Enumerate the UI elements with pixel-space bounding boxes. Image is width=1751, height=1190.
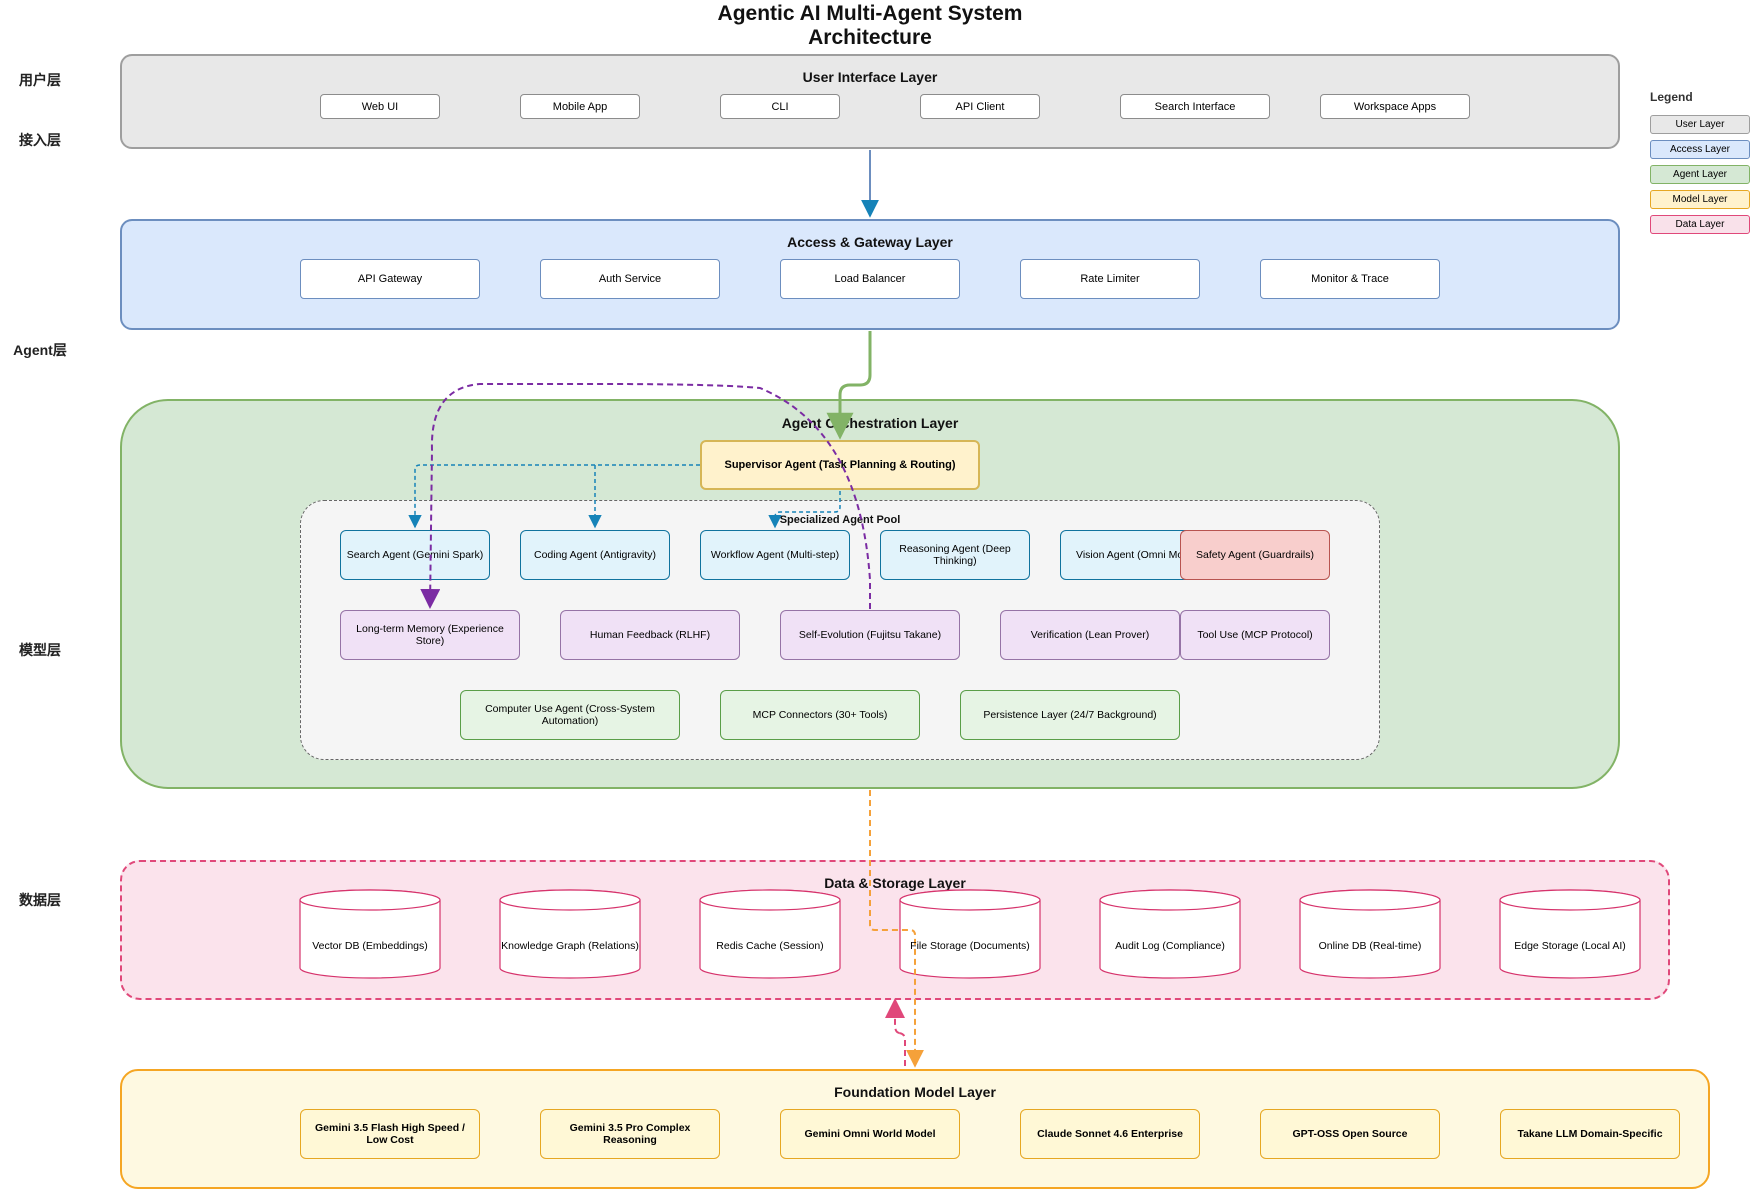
persistence-layer-box: Persistence Layer (24/7 Background) [960,690,1180,740]
web-ui-box: Web UI [320,94,440,119]
mcp-connectors-box: MCP Connectors (30+ Tools) [720,690,920,740]
data-storage-layer: Data & Storage Layer [120,860,1670,1000]
data-layer-title: Data & Storage Layer [824,875,966,891]
legend-item-access-layer: Access Layer [1650,140,1750,159]
search-interface-box: Search Interface [1120,94,1270,119]
file-storage-label: File Storage (Documents) [910,940,1030,952]
safety-agent-box: Safety Agent (Guardrails) [1180,530,1330,580]
agent-layer-title: Agent Orchestration Layer [781,415,959,431]
cli-box: CLI [720,94,840,119]
edge-storage-label: Edge Storage (Local AI) [1514,940,1626,952]
side-label-access: 接入层 [19,132,61,148]
side-label-agent: Agent层 [13,342,67,358]
legend-item-model-layer: Model Layer [1650,190,1750,209]
access-layer-title: Access & Gateway Layer [787,234,953,250]
gemini-flash-box: Gemini 3.5 Flash High Speed / Low Cost [300,1109,480,1159]
legend-item-data-layer: Data Layer [1650,215,1750,234]
auth-service-box: Auth Service [540,259,720,299]
side-label-model: 模型层 [19,642,61,658]
monitor-trace-box: Monitor & Trace [1260,259,1440,299]
load-balancer-box: Load Balancer [780,259,960,299]
gpt-oss-box: GPT-OSS Open Source [1260,1109,1440,1159]
self-evolution-box: Self-Evolution (Fujitsu Takane) [780,610,960,660]
rate-limiter-box: Rate Limiter [1020,259,1200,299]
tool-use-box: Tool Use (MCP Protocol) [1180,610,1330,660]
user-layer-title: User Interface Layer [802,69,938,85]
online-db-label: Online DB (Real-time) [1318,940,1422,952]
agent-pool-title: Specialized Agent Pool [779,514,901,526]
side-label-user: 用户层 [19,72,61,88]
takane-llm-box: Takane LLM Domain-Specific [1500,1109,1680,1159]
human-feedback-box: Human Feedback (RLHF) [560,610,740,660]
title-line-2: Architecture [808,26,932,49]
side-label-data: 数据层 [19,892,61,908]
workspace-apps-box: Workspace Apps [1320,94,1470,119]
legend-title: Legend [1650,90,1693,104]
knowledge-graph-label: Knowledge Graph (Relations) [501,940,639,952]
workflow-agent-box: Workflow Agent (Multi-step) [700,530,850,580]
mobile-app-box: Mobile App [520,94,640,119]
gemini-pro-box: Gemini 3.5 Pro Complex Reasoning [540,1109,720,1159]
verification-box: Verification (Lean Prover) [1000,610,1180,660]
claude-sonnet-box: Claude Sonnet 4.6 Enterprise [1020,1109,1200,1159]
arrow-model-to-data [885,998,906,1066]
search-agent-box: Search Agent (Gemini Spark) [340,530,490,580]
model-layer-title: Foundation Model Layer [834,1084,996,1100]
legend-item-agent-layer: Agent Layer [1650,165,1750,184]
audit-log-label: Audit Log (Compliance) [1115,940,1225,952]
redis-cache-label: Redis Cache (Session) [716,940,824,952]
api-client-box: API Client [920,94,1040,119]
supervisor-agent-box: Supervisor Agent (Task Planning & Routin… [700,440,980,490]
long-term-memory-box: Long-term Memory (Experience Store) [340,610,520,660]
title-line-1: Agentic AI Multi-Agent System [717,2,1023,25]
legend-item-user-layer: User Layer [1650,115,1750,134]
diagram-title: Agentic AI Multi-Agent System Architectu… [0,2,1740,50]
api-gateway-box: API Gateway [300,259,480,299]
coding-agent-box: Coding Agent (Antigravity) [520,530,670,580]
computer-use-agent-box: Computer Use Agent (Cross-System Automat… [460,690,680,740]
gemini-omni-box: Gemini Omni World Model [780,1109,960,1159]
vector-db-label: Vector DB (Embeddings) [312,940,428,952]
reasoning-agent-box: Reasoning Agent (Deep Thinking) [880,530,1030,580]
